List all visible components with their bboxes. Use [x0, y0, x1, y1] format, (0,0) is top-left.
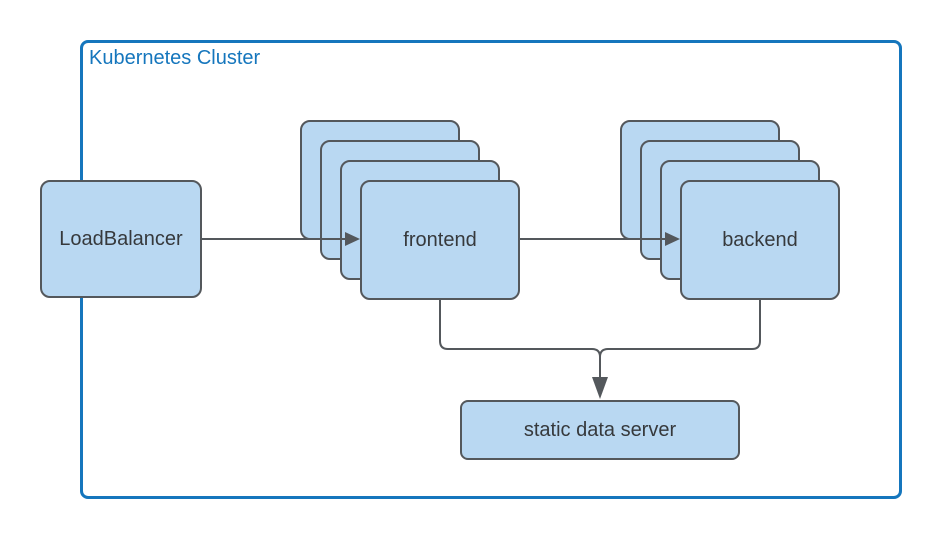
backend-label: backend [722, 228, 798, 251]
cluster-title: Kubernetes Cluster [89, 47, 261, 69]
frontend-label: frontend [403, 228, 477, 251]
node-loadbalancer: LoadBalancer [40, 180, 202, 298]
node-backend: backend [680, 180, 840, 300]
node-static-data-server: static data server [460, 400, 740, 460]
frontend-replica-stack: frontend [300, 120, 520, 300]
loadbalancer-label: LoadBalancer [59, 227, 183, 250]
static-data-server-label: static data server [523, 418, 677, 441]
node-frontend: frontend [360, 180, 520, 300]
backend-replica-stack: backend [620, 120, 840, 300]
